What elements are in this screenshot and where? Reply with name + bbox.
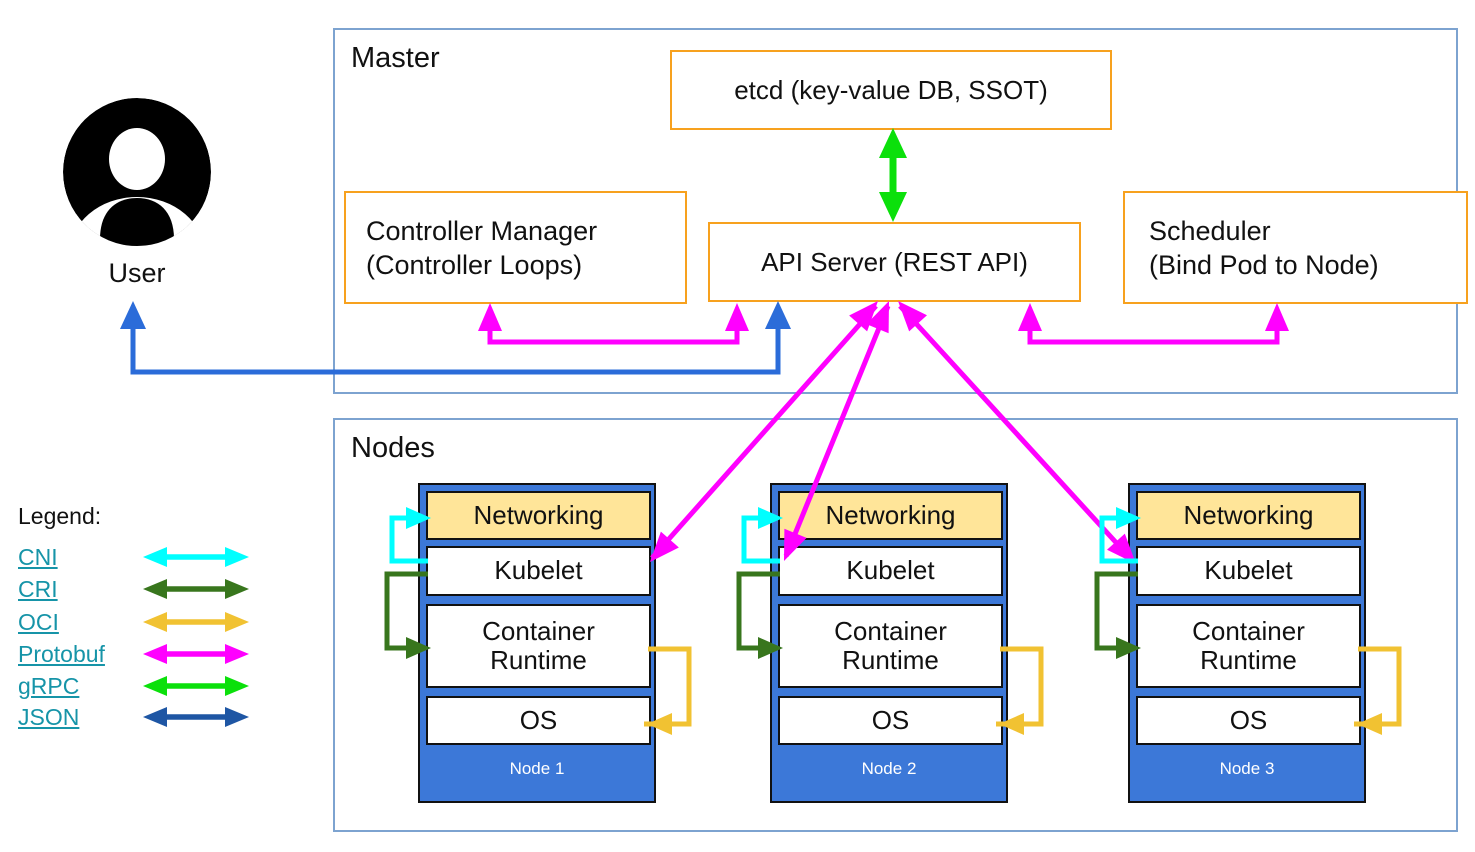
node1-networking-box: Networking (426, 491, 651, 540)
legend-link-cni[interactable]: CNI (18, 544, 58, 570)
legend-link-grpc[interactable]: gRPC (18, 673, 80, 699)
legend-link-oci[interactable]: OCI (18, 609, 59, 635)
node-1: Networking Kubelet Container Runtime OS … (418, 483, 656, 803)
etcd-box: etcd (key-value DB, SSOT) (670, 50, 1112, 130)
user-label: User (108, 258, 166, 288)
node3-container-runtime-box: Container Runtime (1136, 604, 1361, 688)
nodes-title: Nodes (351, 432, 435, 464)
legend-link-json[interactable]: JSON (18, 704, 80, 730)
node-3: Networking Kubelet Container Runtime OS … (1128, 483, 1366, 803)
legend-cni-arrow (143, 547, 249, 567)
node1-os-box: OS (426, 696, 651, 745)
legend-title: Legend: (18, 503, 102, 529)
scheduler-line2: (Bind Pod to Node) (1149, 249, 1379, 280)
node2-kubelet-box: Kubelet (778, 546, 1003, 596)
legend-link-protobuf[interactable]: Protobuf (18, 641, 105, 667)
legend-grpc-arrow (143, 676, 249, 696)
controller-manager-line2: (Controller Loops) (366, 249, 583, 280)
node3-container-runtime-label: Container Runtime (1192, 615, 1305, 675)
user-icon (63, 98, 211, 246)
node2-os-box: OS (778, 696, 1003, 745)
node2-networking-box: Networking (778, 491, 1003, 540)
scheduler-line1: Scheduler (1149, 215, 1271, 246)
node3-networking-box: Networking (1136, 491, 1361, 540)
node2-container-runtime-label: Container Runtime (834, 615, 947, 675)
master-title: Master (351, 42, 440, 74)
controller-manager-box: Controller Manager (Controller Loops) (344, 191, 687, 304)
node1-container-runtime-box: Container Runtime (426, 604, 651, 688)
node3-kubelet-box: Kubelet (1136, 546, 1361, 596)
api-server-box: API Server (REST API) (708, 222, 1081, 302)
legend-json-arrow (143, 707, 249, 727)
node1-container-runtime-label: Container Runtime (482, 615, 595, 675)
scheduler-box: Scheduler (Bind Pod to Node) (1123, 191, 1468, 304)
node-2: Networking Kubelet Container Runtime OS … (770, 483, 1008, 803)
node2-label: Node 2 (861, 759, 917, 778)
node2-container-runtime-box: Container Runtime (778, 604, 1003, 688)
legend-oci-arrow (143, 612, 249, 632)
nodes-frame: Nodes (333, 418, 1458, 832)
controller-manager-line1: Controller Manager (366, 215, 598, 246)
legend-cri-arrow (143, 579, 249, 599)
legend-protobuf-arrow (143, 644, 249, 664)
node3-os-box: OS (1136, 696, 1361, 745)
node3-label: Node 3 (1219, 759, 1275, 778)
legend-link-cri[interactable]: CRI (18, 576, 58, 602)
node1-label: Node 1 (509, 759, 565, 778)
node1-kubelet-box: Kubelet (426, 546, 651, 596)
